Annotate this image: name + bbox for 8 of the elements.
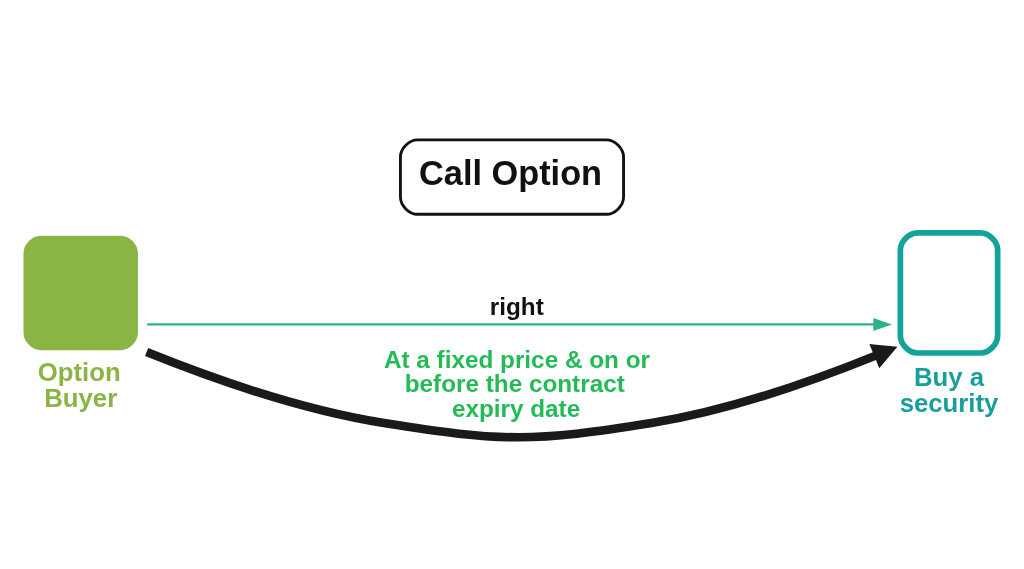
edge-label: At a fixed price & on or before the contract expiry date [383,345,650,422]
node-label: Option Buyer [37,357,121,412]
edge-label: right [489,292,544,320]
arrow [147,317,892,331]
node-box [23,235,138,350]
arrow [145,343,898,441]
diagram-title: Call Option [419,153,603,191]
node-label: Buy a security [899,362,999,417]
